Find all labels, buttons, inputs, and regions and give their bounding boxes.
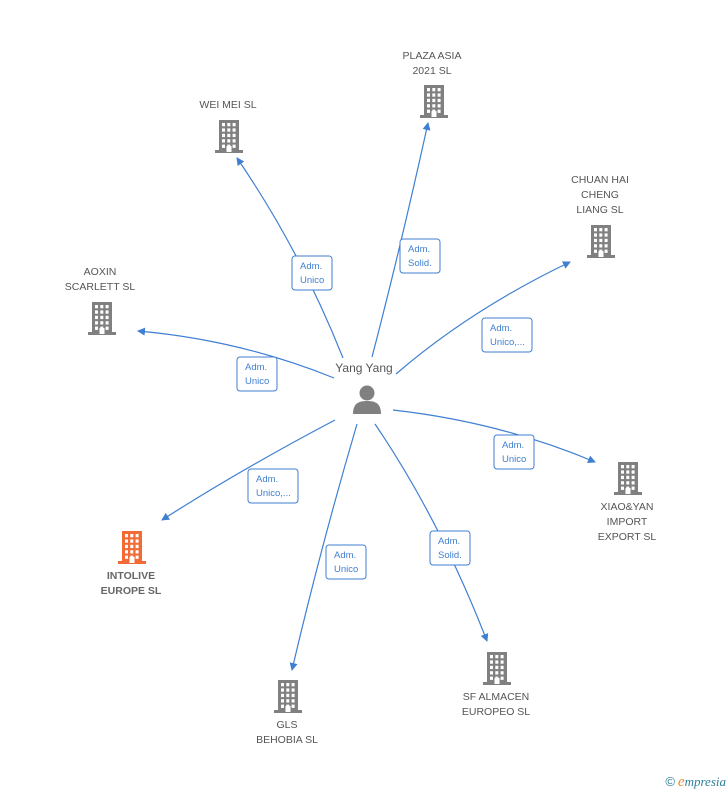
company-name-line: INTOLIVE bbox=[107, 570, 155, 582]
edge-line bbox=[374, 423, 489, 642]
edge-line bbox=[161, 419, 336, 521]
role-label-line: Unico bbox=[245, 376, 269, 387]
edge-xiao-yan: Adm. Unico bbox=[392, 409, 596, 470]
company-nodes: PLAZA ASIA 2021 SL WEI MEI SL CHUAN HAI CHEN… bbox=[65, 50, 657, 746]
edge-line bbox=[289, 423, 358, 671]
company-name-line: PLAZA ASIA bbox=[403, 50, 462, 62]
company-node-gls[interactable]: GLS BEHOBIA SL bbox=[256, 680, 318, 746]
role-label-line: Solid. bbox=[438, 550, 462, 561]
role-label-line: Adm. bbox=[408, 244, 430, 255]
company-node-sf-almacen[interactable]: SF ALMACEN EUROPEO SL bbox=[462, 652, 530, 718]
company-name-line: WEI MEI SL bbox=[199, 99, 256, 111]
center-person[interactable]: Yang Yang bbox=[335, 361, 393, 414]
company-node-xiao-yan[interactable]: XIAO&YAN IMPORT EXPORT SL bbox=[598, 462, 657, 543]
edge-intolive: Adm. Unico,... bbox=[161, 419, 336, 521]
edge-plaza-asia: Adm. Solid. bbox=[371, 122, 441, 358]
role-label[interactable]: Adm. Unico,... bbox=[247, 468, 299, 504]
building-icon bbox=[118, 531, 146, 564]
building-icon bbox=[483, 652, 511, 685]
role-label-line: Adm. bbox=[300, 261, 322, 272]
edge-aoxin: Adm. Unico bbox=[137, 327, 335, 392]
role-label-box bbox=[291, 255, 333, 291]
edges: Adm.Solid.Adm.UnicoAdm.Unico,...Adm.Unic… bbox=[137, 122, 596, 671]
center-person-name: Yang Yang bbox=[335, 361, 392, 375]
role-label-box bbox=[325, 544, 367, 580]
edge-line bbox=[236, 157, 344, 359]
role-label[interactable]: Adm. Unico bbox=[236, 356, 278, 392]
role-label-line: Adm. bbox=[502, 440, 524, 451]
company-name-line: IMPORT bbox=[607, 516, 648, 528]
edge-sf-almacen: Adm. Solid. bbox=[374, 423, 489, 642]
edge-line bbox=[137, 327, 335, 379]
company-name-line: AOXIN bbox=[84, 266, 117, 278]
company-name-line: EUROPEO SL bbox=[462, 706, 530, 718]
edge-gls: Adm. Unico bbox=[289, 423, 367, 671]
building-icon bbox=[614, 462, 642, 495]
company-name-line: LIANG SL bbox=[576, 204, 623, 216]
role-label-line: Unico bbox=[300, 275, 324, 286]
role-label-line: Unico,... bbox=[490, 337, 525, 348]
role-label[interactable]: Adm. Unico,... bbox=[481, 317, 533, 353]
company-node-chuan-hai[interactable]: CHUAN HAI CHENG LIANG SL bbox=[571, 174, 629, 258]
company-name-line: BEHOBIA SL bbox=[256, 734, 318, 746]
role-label-line: Unico,... bbox=[256, 488, 291, 499]
role-label-box bbox=[429, 530, 471, 566]
company-name-line: SF ALMACEN bbox=[463, 691, 530, 703]
building-icon bbox=[215, 120, 243, 153]
role-label-box bbox=[247, 468, 299, 504]
role-label[interactable]: Adm. Solid. bbox=[399, 238, 441, 274]
company-node-intolive[interactable]: INTOLIVE EUROPE SL bbox=[101, 531, 162, 597]
role-label[interactable]: Adm. Solid. bbox=[429, 530, 471, 566]
role-label-line: Solid. bbox=[408, 258, 432, 269]
company-name-line: SCARLETT SL bbox=[65, 281, 136, 293]
role-label-box bbox=[236, 356, 278, 392]
building-icon bbox=[420, 85, 448, 118]
empresia-brand[interactable]: ©empresia bbox=[665, 774, 726, 791]
role-label[interactable]: Adm. Unico bbox=[325, 544, 367, 580]
copyright-symbol: © bbox=[665, 774, 675, 789]
role-label-line: Adm. bbox=[334, 550, 356, 561]
company-name-line: EUROPE SL bbox=[101, 585, 162, 597]
company-node-aoxin[interactable]: AOXIN SCARLETT SL bbox=[65, 266, 136, 335]
person-icon bbox=[353, 385, 381, 414]
role-label-line: Unico bbox=[502, 454, 526, 465]
role-label[interactable]: Adm. Unico bbox=[493, 434, 535, 470]
role-label-box bbox=[399, 238, 441, 274]
role-label-line: Adm. bbox=[490, 323, 512, 334]
company-name-line: CHUAN HAI bbox=[571, 174, 629, 186]
building-icon bbox=[274, 680, 302, 713]
building-icon bbox=[587, 225, 615, 258]
edge-chuan-hai: Adm. Unico,... bbox=[395, 261, 571, 375]
company-name-line: 2021 SL bbox=[412, 65, 451, 77]
brand-logo-e: e bbox=[677, 774, 685, 790]
role-label[interactable]: Adm. Unico bbox=[291, 255, 333, 291]
role-label-line: Adm. bbox=[245, 362, 267, 373]
role-label-box bbox=[481, 317, 533, 353]
role-label-line: Adm. bbox=[438, 536, 460, 547]
company-node-wei-mei[interactable]: WEI MEI SL bbox=[199, 99, 257, 153]
building-icon bbox=[88, 302, 116, 335]
edge-line bbox=[392, 409, 596, 463]
edge-wei-mei: Adm. Unico bbox=[236, 157, 344, 359]
brand-name: mpresia bbox=[684, 774, 726, 789]
company-name-line: XIAO&YAN bbox=[601, 501, 654, 513]
company-name-line: EXPORT SL bbox=[598, 531, 657, 543]
company-name-line: CHENG bbox=[581, 189, 619, 201]
role-label-box bbox=[493, 434, 535, 470]
edge-line bbox=[395, 261, 571, 375]
company-name-line: GLS bbox=[276, 719, 297, 731]
role-label-line: Unico bbox=[334, 564, 358, 575]
company-node-plaza-asia[interactable]: PLAZA ASIA 2021 SL bbox=[403, 50, 462, 118]
role-label-line: Adm. bbox=[256, 474, 278, 485]
